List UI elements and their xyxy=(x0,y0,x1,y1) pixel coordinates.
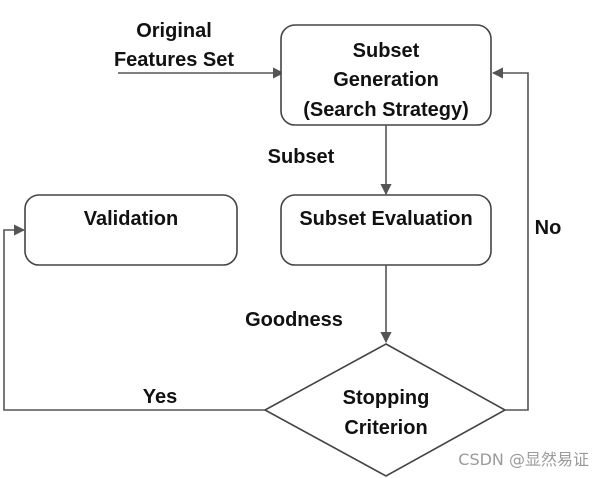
subset-generation-node: Subset Generation (Search Strategy) xyxy=(280,24,492,126)
subset-generation-line2: Generation xyxy=(333,69,439,91)
no-path-arrow xyxy=(491,67,529,411)
edge-label-goodness: Goodness xyxy=(245,309,343,331)
edge-label-subset: Subset xyxy=(268,146,335,168)
yes-path-arrow xyxy=(3,224,265,411)
subset-evaluation-node: Subset Evaluation xyxy=(280,194,492,266)
stopping-criterion-node: Stopping Criterion xyxy=(263,343,507,477)
validation-node: Validation xyxy=(24,194,238,266)
subset-evaluation-label: Subset Evaluation xyxy=(299,208,472,230)
stopping-criterion-line1: Stopping xyxy=(343,387,430,409)
edge-label-no: No xyxy=(535,217,562,239)
validation-label: Validation xyxy=(84,208,178,230)
watermark: CSDN @显然易证 xyxy=(458,450,589,469)
input-label-line1: Original xyxy=(136,20,212,42)
stopping-criterion-line2: Criterion xyxy=(344,417,427,439)
input-label-line2: Features Set xyxy=(114,49,234,71)
subset-generation-line1: Subset xyxy=(353,40,420,62)
subset-generation-line3: (Search Strategy) xyxy=(303,99,469,121)
edge-label-yes: Yes xyxy=(143,386,177,408)
